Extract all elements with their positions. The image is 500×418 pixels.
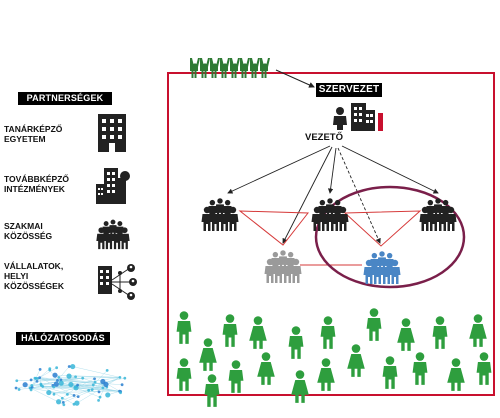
community-member: [347, 344, 365, 377]
community-member: [382, 356, 398, 389]
leader-icon: [333, 107, 347, 130]
community-member: [176, 358, 192, 391]
community-member: [412, 352, 428, 385]
organization-frame: [167, 72, 495, 396]
organization-building-icon: [351, 103, 383, 131]
team-black-left-icon: [202, 198, 239, 231]
company-network-icon: [98, 264, 137, 300]
organization-label: SZERVEZET: [316, 83, 382, 97]
community-member: [257, 352, 275, 385]
network-icon: [14, 363, 127, 407]
community-member: [432, 316, 448, 349]
crowd-to-organization-arrow: [275, 69, 315, 88]
community-member: [397, 318, 415, 351]
community-member: [249, 316, 267, 349]
community-member: [447, 358, 465, 391]
partner-label-professional: SZAKMAI KÖZÖSSÉG: [4, 221, 53, 241]
university-building-icon: [98, 114, 126, 152]
community-member: [320, 316, 336, 349]
team-connections: [238, 210, 422, 266]
partner-label-companies: VÁLLALATOK, HELYI KÖZÖSSÉGEK: [4, 261, 64, 291]
community-member: [469, 314, 487, 347]
community-member: [204, 374, 220, 407]
stakeholders-crowd-icon: [190, 58, 270, 78]
community-member: [199, 338, 217, 371]
highlight-ellipse: [314, 185, 466, 289]
community-member: [291, 370, 309, 403]
team-blue-icon: [364, 251, 401, 284]
leader-label: VEZETŐ: [305, 132, 344, 143]
community-member: [176, 311, 192, 344]
networking-title: HÁLÓZATOSODÁS: [16, 332, 110, 345]
training-institution-icon: [96, 168, 130, 204]
community-member: [317, 358, 335, 391]
partner-label-university: TANÁRKÉPZŐ EGYETEM: [4, 124, 63, 144]
team-black-right-icon: [420, 198, 457, 231]
team-gray-icon: [265, 250, 302, 283]
partnerships-title: PARTNERSÉGEK: [18, 92, 112, 105]
community-members: [176, 308, 492, 407]
community-member: [288, 326, 304, 359]
community-member: [228, 360, 244, 393]
community-member: [476, 352, 492, 385]
community-member: [366, 308, 382, 341]
partner-label-training: TOVÁBBKÉPZŐ INTÉZMÉNYEK: [4, 174, 70, 194]
leader-arrows: [227, 145, 439, 244]
community-member: [222, 314, 238, 347]
professional-community-icon: [96, 220, 129, 249]
